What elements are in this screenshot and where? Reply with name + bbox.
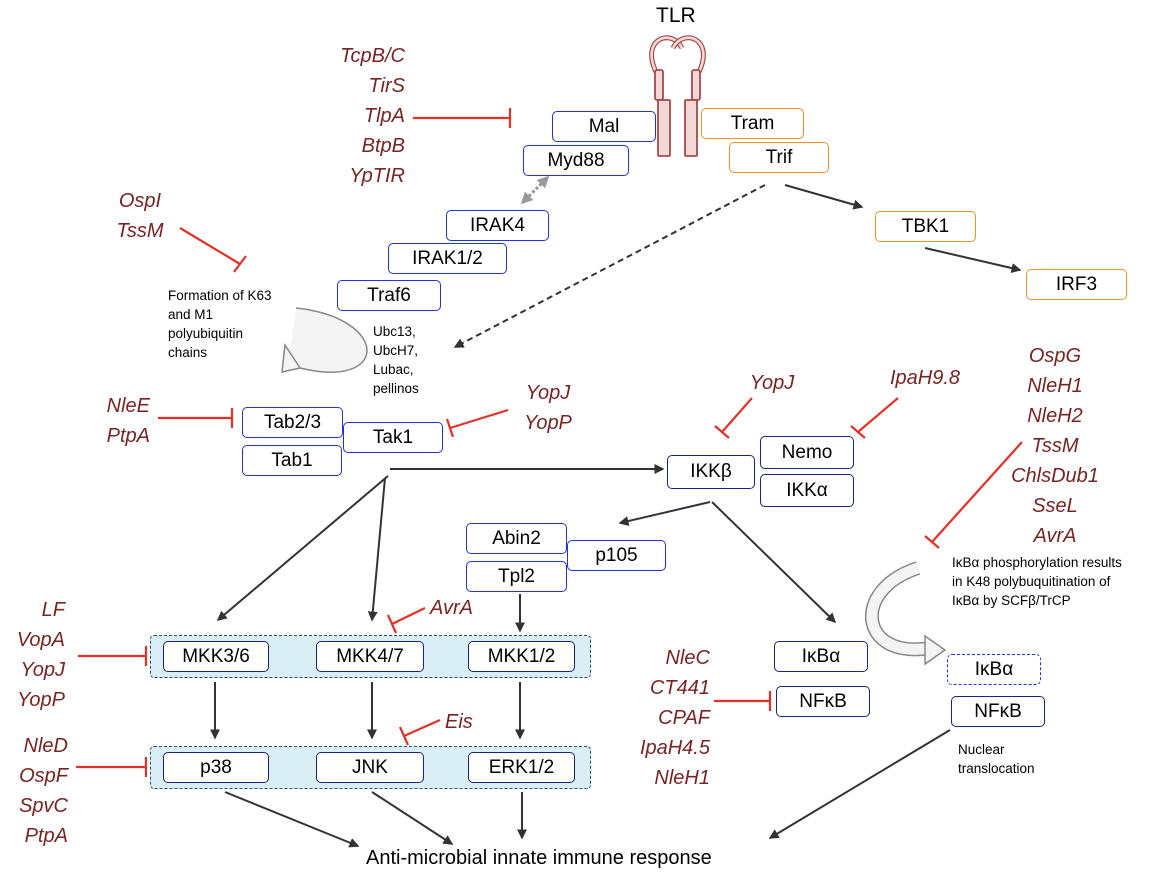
immune-response-label: Anti-microbial innate immune response (366, 847, 712, 869)
inhibitors-ospi: OspI TssM (116, 190, 164, 242)
node-mkk47: MKK4/7 (316, 641, 424, 672)
arrow-nfkb-response (768, 729, 951, 839)
node-ikba: IκBα (774, 641, 868, 672)
node-irak12: IRAK1/2 (388, 243, 507, 274)
node-nfkb: NFκB (776, 686, 870, 717)
node-trif: Trif (729, 142, 829, 173)
inhibit-nled-p38 (76, 757, 148, 777)
node-ikba-degraded: IκBα (947, 654, 1041, 685)
node-mal: Mal (552, 111, 656, 142)
node-nfkb-free: NFκB (951, 696, 1045, 727)
inhibitors-ipah98: IpaH9.8 (889, 367, 961, 389)
inhibit-nlec-nfkb (714, 691, 772, 711)
arrow-trif-tak1 (453, 184, 766, 348)
note-k63: Formation of K63 and M1 polyubiquitin ch… (168, 288, 272, 360)
node-traf6: Traf6 (337, 280, 441, 311)
inhibit-avra-mkk47 (386, 607, 426, 634)
node-tram: Tram (701, 108, 804, 139)
inhibitors-nlee: NleE PtpA (106, 395, 150, 447)
inhibit-ipah98-nemo (850, 397, 899, 439)
tlr-label: TLR (656, 4, 696, 27)
inhibit-yopj-tak1 (445, 408, 509, 438)
node-p105: p105 (567, 540, 666, 571)
arrow-tbk1-irf3 (924, 247, 1022, 273)
node-tab1: Tab1 (242, 445, 342, 476)
arrow-ikkb-abin (618, 501, 711, 526)
tlr-receptor-icon (649, 35, 706, 157)
node-myd88: Myd88 (523, 145, 629, 176)
node-mkk36: MKK3/6 (163, 641, 269, 672)
inhibit-eis-jnk (398, 718, 441, 746)
node-ikkb: IKKβ (667, 455, 755, 489)
node-erk12: ERK1/2 (468, 752, 575, 783)
inhibitors-eis: Eis (445, 711, 473, 733)
inhibit-lf-mkk36 (78, 646, 148, 666)
node-nemo: Nemo (760, 436, 854, 469)
arrow-tak1-mkk47 (367, 477, 386, 622)
arrow-ikkb-ikba (711, 501, 837, 624)
inhibit-ospg-ikba (924, 441, 1023, 549)
node-mkk12: MKK1/2 (468, 641, 575, 672)
arrow-myd88-irak4 (520, 175, 550, 205)
node-tab23: Tab2/3 (242, 407, 343, 438)
node-jnk: JNK (316, 752, 424, 783)
node-ikka: IKKα (760, 474, 854, 507)
node-tbk1: TBK1 (875, 211, 976, 242)
inhibit-nlee-tab23 (158, 408, 234, 428)
note-ubc: Ubc13, UbcH7, Lubac, pellinos (373, 324, 419, 396)
arrow-trif-tbk1 (784, 184, 864, 210)
node-irak4: IRAK4 (446, 210, 549, 241)
node-abin2: Abin2 (466, 523, 567, 554)
arrow-jnk-response (371, 791, 454, 845)
arrow-p38-response (224, 791, 360, 848)
inhibitors-nlec: NleC CT441 CPAF IpaH4.5 NleH1 (639, 647, 710, 789)
node-tak1: Tak1 (343, 422, 443, 453)
node-irf3: IRF3 (1026, 269, 1127, 300)
inhibit-ospi-traf6 (179, 227, 247, 273)
node-tpl2: Tpl2 (466, 561, 567, 592)
inhibitors-nled: NleD OspF SpvC PtpA (19, 735, 68, 847)
inhibitors-avra: AvrA (430, 597, 473, 619)
inhibitors-tir: TcpB/C TirS TlpA BtpB YpTIR (340, 45, 405, 187)
inhibitors-yopj-tak1: YopJ YopP (524, 382, 572, 434)
inhibit-tir-mal (413, 108, 512, 128)
note-ikba-phosphorylation: IκBα phosphorylation results in K48 poly… (952, 555, 1122, 608)
node-p38: p38 (163, 752, 269, 783)
inhibitors-ospg: OspG NleH1 NleH2 TssM ChlsDub1 SseL AvrA (1011, 345, 1099, 547)
inhibitors-lf: LF VopA YopJ YopP (16, 599, 65, 711)
inhibit-yopj-ikk (714, 397, 753, 439)
note-nuclear-translocation: Nuclear translocation (958, 742, 1035, 776)
inhibitors-yopj-ikk: YopJ (749, 372, 795, 394)
arrow-tak1-mkk36 (216, 475, 389, 621)
